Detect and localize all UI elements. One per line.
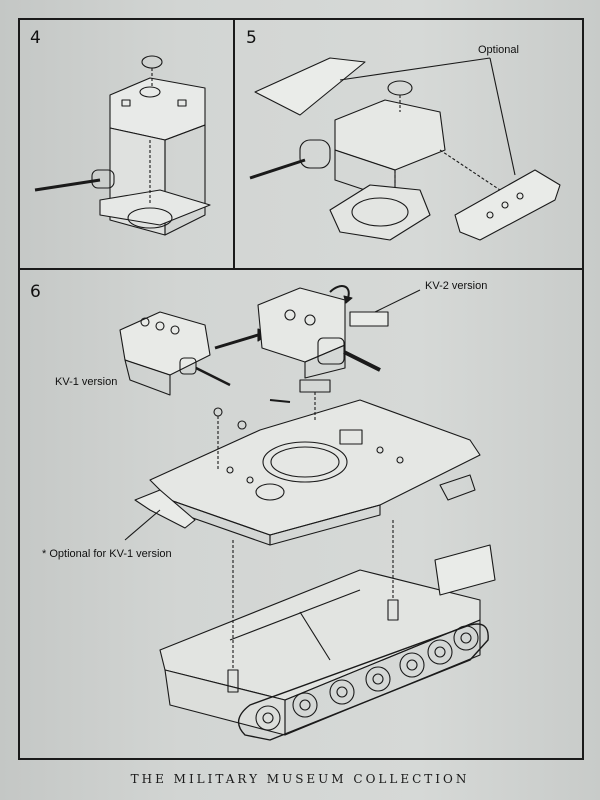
instruction-frame	[18, 18, 584, 760]
step-5-turret-drawing	[249, 57, 561, 241]
step-4-number: 4	[30, 28, 41, 48]
kv1-optional-note: * Optional for KV-1 version	[42, 548, 172, 560]
panel-divider-vertical	[233, 18, 235, 269]
footer-brand: THE MILITARY MUSEUM COLLECTION	[130, 772, 470, 786]
step-5-number: 5	[246, 28, 257, 48]
optional-label: Optional	[478, 44, 519, 56]
road-wheels	[255, 625, 479, 731]
kv1-version-label: KV-1 version	[55, 376, 118, 388]
panel-divider-horizontal	[18, 268, 584, 270]
hull-top-drawing	[124, 379, 481, 546]
kv1-turret-drawing	[119, 311, 271, 396]
kv2-version-label: KV-2 version	[425, 280, 488, 292]
step-6-number: 6	[30, 282, 41, 302]
kv2-turret-drawing	[257, 285, 421, 379]
hull-tracks-drawing	[159, 520, 496, 741]
step-4-turret-drawing	[34, 55, 211, 236]
